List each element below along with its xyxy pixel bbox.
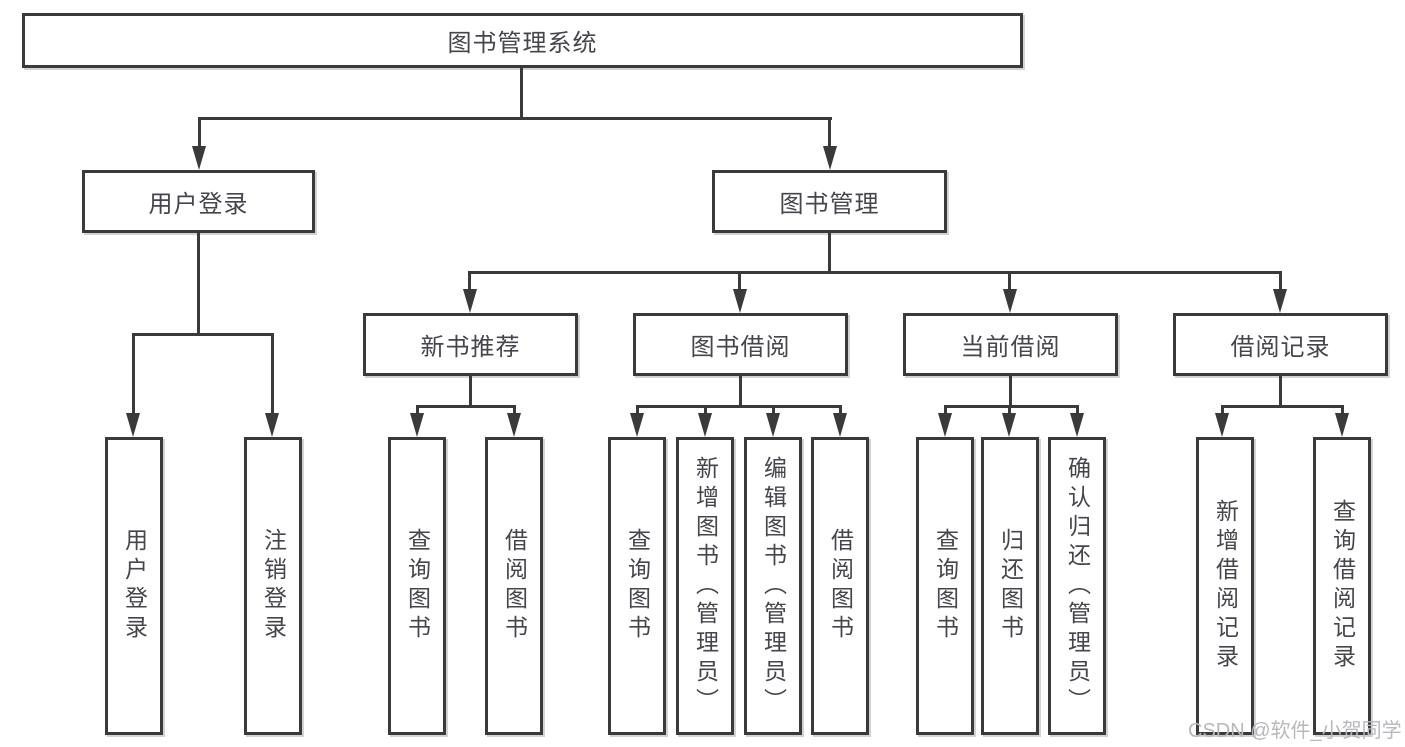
connector-line xyxy=(198,117,201,151)
node-new-book-recommend: 新书推荐 xyxy=(363,313,578,376)
connector-line xyxy=(1008,405,1011,418)
connector-line xyxy=(772,405,775,418)
leaf-query-borrow-record: 查询借阅记录 xyxy=(1313,437,1371,735)
connector-line xyxy=(271,333,274,418)
connector-line xyxy=(944,405,947,418)
connector-line xyxy=(636,405,842,408)
connector-line xyxy=(704,405,707,418)
arrowhead xyxy=(265,413,279,437)
arrowhead xyxy=(1215,413,1229,437)
leaf-confirm-return-admin: 确认归还（管理员） xyxy=(1048,437,1106,735)
arrowhead xyxy=(192,146,206,170)
arrowhead xyxy=(410,413,424,437)
leaf-query-book-current: 查询图书 xyxy=(916,437,974,735)
connector-line xyxy=(1279,271,1282,293)
arrowhead xyxy=(1003,289,1017,313)
connector-line xyxy=(1008,271,1011,293)
connector-line xyxy=(198,117,832,120)
arrowhead xyxy=(938,413,952,437)
connector-line xyxy=(739,374,742,407)
arrowhead xyxy=(698,413,712,437)
arrowhead xyxy=(1335,413,1349,437)
leaf-query-book-borrow: 查询图书 xyxy=(608,437,666,735)
connector-line xyxy=(1221,405,1224,418)
node-user-login: 用户登录 xyxy=(82,170,315,233)
arrowhead xyxy=(126,413,140,437)
connector-line xyxy=(944,405,1079,408)
watermark: CSDN @软件_小贺同学 xyxy=(1188,720,1402,742)
connector-line xyxy=(738,271,741,293)
connector-line xyxy=(513,405,516,418)
connector-line xyxy=(520,66,523,120)
connector-line xyxy=(416,405,516,408)
arrowhead xyxy=(733,289,747,313)
connector-line xyxy=(1221,405,1344,408)
connector-line xyxy=(468,271,471,293)
connector-line xyxy=(132,333,274,336)
arrowhead xyxy=(463,289,477,313)
connector-line xyxy=(828,231,831,274)
connector-line xyxy=(1279,374,1282,407)
leaf-add-borrow-record: 新增借阅记录 xyxy=(1196,437,1254,735)
connector-line xyxy=(1076,405,1079,418)
leaf-add-book-admin: 新增图书（管理员） xyxy=(676,437,734,735)
leaf-return-book: 归还图书 xyxy=(981,437,1039,735)
leaf-edit-book-admin: 编辑图书（管理员） xyxy=(744,437,802,735)
leaf-borrow-book: 借阅图书 xyxy=(811,437,869,735)
arrowhead xyxy=(833,413,847,437)
node-root: 图书管理系统 xyxy=(22,13,1023,68)
connector-line xyxy=(197,231,200,336)
node-book-manage: 图书管理 xyxy=(712,170,947,233)
leaf-borrow-book-recommend: 借阅图书 xyxy=(485,437,543,735)
arrowhead xyxy=(823,146,837,170)
node-current-borrow: 当前借阅 xyxy=(903,313,1118,376)
connector-line xyxy=(828,117,831,151)
connector-line xyxy=(469,374,472,407)
leaf-logout: 注销登录 xyxy=(244,437,302,735)
leaf-query-book-recommend: 查询图书 xyxy=(388,437,446,735)
arrowhead xyxy=(766,413,780,437)
connector-line xyxy=(839,405,842,418)
connector-line xyxy=(636,405,639,418)
connector-line xyxy=(416,405,419,418)
arrowhead xyxy=(1070,413,1084,437)
node-borrow-records: 借阅记录 xyxy=(1173,313,1388,376)
connector-line xyxy=(1009,374,1012,407)
arrowhead xyxy=(1002,413,1016,437)
arrowhead xyxy=(1273,289,1287,313)
leaf-user-login: 用户登录 xyxy=(105,437,163,735)
arrowhead xyxy=(630,413,644,437)
node-book-borrow: 图书借阅 xyxy=(633,313,848,376)
arrowhead xyxy=(507,413,521,437)
connector-line xyxy=(468,271,1282,274)
connector-line xyxy=(1341,405,1344,418)
connector-line xyxy=(132,333,135,418)
